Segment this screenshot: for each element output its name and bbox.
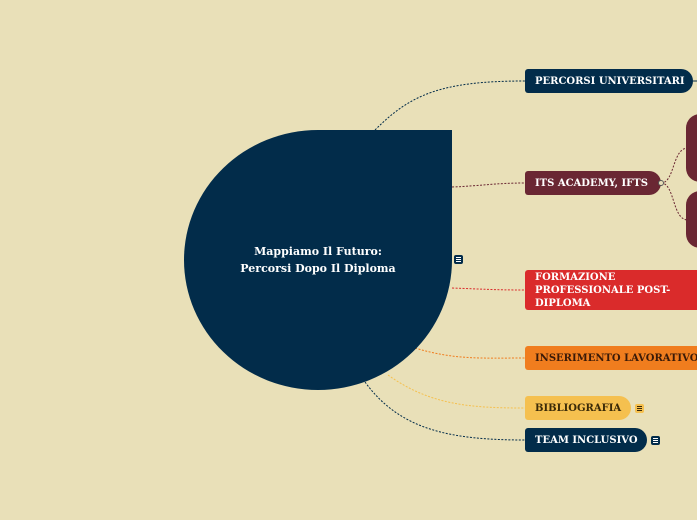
branch-label: FORMAZIONE PROFESSIONALE POST-DIPLOMA [535,271,671,309]
branch-inserimento-lavorativo[interactable]: INSERIMENTO LAVORATIVO [525,346,697,370]
branch-percorsi-universitari[interactable]: PERCORSI UNIVERSITARI [525,69,693,93]
branch-bibliografia[interactable]: BIBLIOGRAFIA [525,396,631,420]
connector-inser [414,347,526,359]
connector-team [364,381,526,441]
branch-formazione-professionale[interactable]: FORMAZIONE PROFESSIONALE POST-DIPLOMA [525,270,697,310]
connector-its [451,182,526,188]
bibliografia-note-icon[interactable] [635,404,644,413]
team-note-icon[interactable] [651,436,660,445]
central-note-icon[interactable] [454,255,463,264]
branch-label: ITS ACADEMY, IFTS [535,177,648,189]
connector-univ [374,80,526,131]
branch-label: TEAM INCLUSIVO [535,434,638,446]
central-topic[interactable]: Mappiamo Il Futuro: Percorsi Dopo Il Dip… [184,130,452,390]
subtopic-its-2[interactable] [686,191,697,248]
collapse-knob[interactable] [658,180,664,186]
connector-bib [387,374,526,409]
branch-label: INSERIMENTO LAVORATIVO [535,352,697,364]
branch-label: BIBLIOGRAFIA [535,402,622,414]
branch-its-academy[interactable]: ITS ACADEMY, IFTS [525,171,661,195]
branch-team-inclusivo[interactable]: TEAM INCLUSIVO [525,428,647,452]
connector-form [451,287,526,291]
subtopic-its-1[interactable] [686,114,697,182]
connector-its-sub-1 [660,147,689,184]
central-topic-label: Mappiamo Il Futuro: Percorsi Dopo Il Dip… [240,245,396,275]
connector-its-sub-2 [660,182,689,221]
branch-label: PERCORSI UNIVERSITARI [535,75,685,87]
